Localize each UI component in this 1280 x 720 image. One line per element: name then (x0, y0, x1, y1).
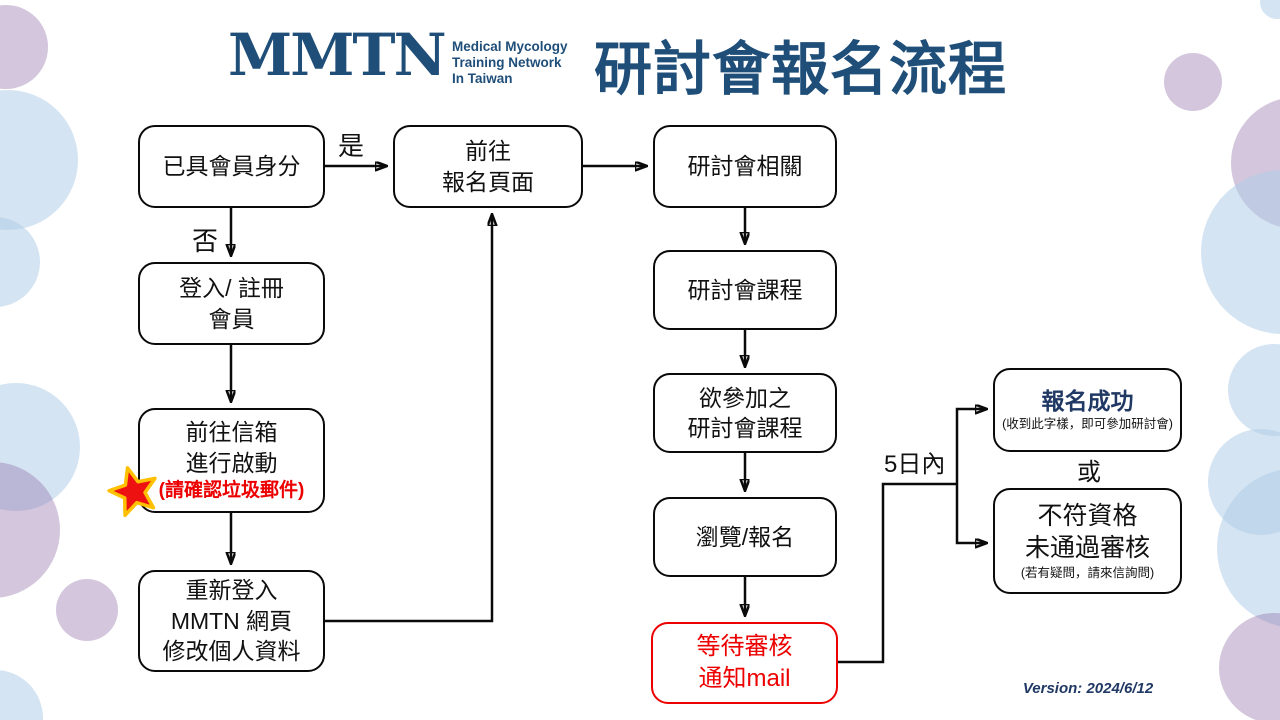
flow-node-success: 報名成功 (收到此字樣，即可參加研討會) (993, 368, 1182, 452)
mmtn-logo: MMTN (228, 21, 447, 89)
flow-node-relogin: 重新登入 MMTN 網頁 修改個人資料 (138, 570, 325, 672)
flow-node-browse-register: 瀏覽/報名 (653, 497, 837, 577)
node-text: 前往 (465, 138, 511, 165)
node-text: 欲參加之 (699, 384, 791, 411)
edge-label-no: 否 (192, 226, 219, 256)
node-text: 瀏覽/報名 (695, 523, 795, 550)
node-text: 等待審核 (696, 633, 793, 661)
edge-label-yes: 是 (338, 131, 365, 161)
edge-label-or: 或 (1077, 459, 1101, 486)
connector-relogin-to-register (325, 215, 492, 623)
connector-branch-to-fail (955, 484, 986, 543)
node-text: 通知mail (698, 665, 791, 692)
flow-node-fail: 不符資格 未通過審核 (若有疑問，請來信詢問) (993, 488, 1182, 594)
mmtn-logo-subtitle: Medical Mycology Training Network In Tai… (452, 39, 568, 87)
node-text: 重新登入 (185, 577, 278, 604)
logo-subtitle-line: Medical Mycology (452, 39, 568, 54)
page-title: 研討會報名流程 (594, 37, 1008, 102)
logo-subtitle-line: Training Network (452, 54, 562, 70)
edge-label-within-5-days: 5日內 (884, 451, 946, 478)
success-note: (收到此字樣，即可參加研討會) (1002, 417, 1173, 432)
node-text: 前往信箱 (185, 419, 278, 446)
node-text: 報名頁面 (442, 168, 534, 195)
connector-branch-to-success (955, 409, 986, 484)
node-text: 已具會員身分 (162, 153, 301, 180)
flow-node-seminar-related: 研討會相關 (653, 125, 837, 208)
flow-node-seminar-course: 研討會課程 (653, 250, 837, 330)
node-text: 不符資格 (1037, 501, 1138, 530)
node-text: 修改個人資料 (162, 638, 301, 665)
node-text: 研討會課程 (687, 276, 803, 303)
node-text: 研討會課程 (687, 415, 803, 441)
success-title: 報名成功 (1041, 388, 1134, 415)
decor-circle (1260, 0, 1280, 19)
flow-node-register-page: 前往 報名頁面 (393, 125, 583, 208)
node-text: 進行啟動 (185, 449, 278, 476)
spam-warning-text: (請確認垃圾郵件) (158, 480, 305, 502)
star-icon (103, 461, 165, 523)
fail-note: (若有疑問，請來信詢問) (1020, 565, 1155, 580)
decor-circle (1164, 53, 1222, 111)
flow-node-desired-course: 欲參加之 研討會課程 (653, 373, 837, 453)
flow-node-mailbox-activate: 前往信箱 進行啟動 (請確認垃圾郵件) (138, 408, 325, 513)
logo-subtitle-line: In Taiwan (452, 70, 513, 86)
flow-node-wait-review: 等待審核 通知mail (651, 622, 838, 704)
node-text: 未通過審核 (1024, 534, 1150, 563)
decor-circle (56, 579, 118, 641)
node-text: 會員 (208, 305, 255, 332)
flow-node-login-register: 登入/ 註冊 會員 (138, 262, 325, 345)
node-text: 登入/ 註冊 (179, 275, 284, 302)
flow-node-member-check: 已具會員身分 (138, 125, 325, 208)
connector-wait-to-branch (838, 482, 957, 664)
version-label: Version: 2024/6/12 (1022, 680, 1154, 697)
node-text: MMTN 網頁 (170, 607, 293, 634)
node-text: 研討會相關 (687, 153, 803, 180)
